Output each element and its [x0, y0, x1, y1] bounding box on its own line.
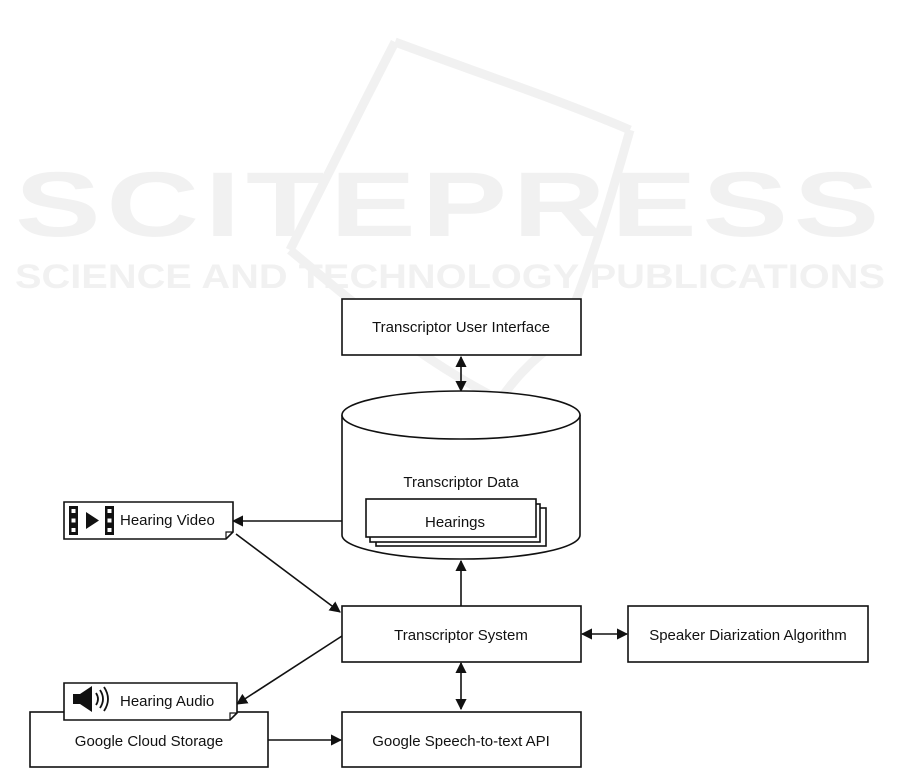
google-speech-api-label: Google Speech-to-text API — [372, 733, 550, 750]
hearing-audio-label: Hearing Audio — [120, 693, 214, 710]
transcriptor-data-label: Transcriptor Data — [403, 474, 519, 491]
film-play-icon — [69, 506, 114, 535]
hearing-video-node: Hearing Video — [64, 502, 233, 539]
edge-system-audio — [237, 636, 342, 704]
google-cloud-storage-label: Google Cloud Storage — [75, 733, 223, 750]
hearings-label: Hearings — [425, 514, 485, 531]
watermark-title: SCITEPRESS — [15, 154, 885, 256]
hearing-audio-node: Hearing Audio — [64, 683, 237, 720]
transcriptor-ui-label: Transcriptor User Interface — [372, 319, 550, 336]
speaker-diarization-label: Speaker Diarization Algorithm — [649, 627, 847, 644]
edge-video-system — [236, 534, 340, 612]
hearing-video-label: Hearing Video — [120, 512, 215, 529]
hearings-node: Hearings — [366, 499, 546, 546]
speaker-diarization-node: Speaker Diarization Algorithm — [628, 606, 868, 662]
transcriptor-ui-node: Transcriptor User Interface — [342, 299, 581, 355]
transcriptor-system-node: Transcriptor System — [342, 606, 581, 662]
watermark-subtitle: SCIENCE AND TECHNOLOGY PUBLICATIONS — [15, 258, 885, 296]
google-speech-api-node: Google Speech-to-text API — [342, 712, 581, 767]
transcriptor-system-label: Transcriptor System — [394, 627, 528, 644]
